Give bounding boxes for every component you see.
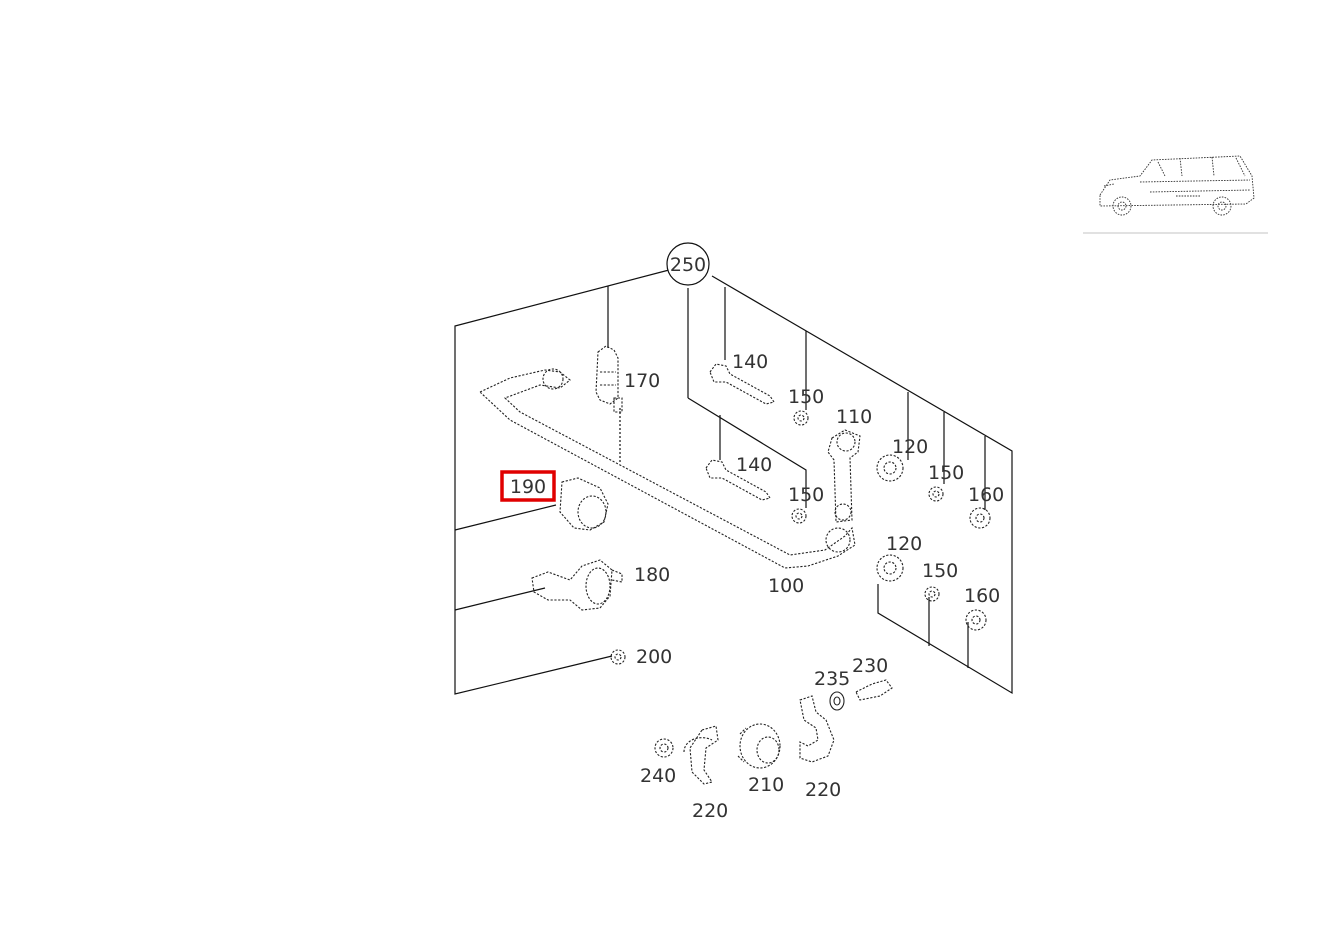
nut-150-c[interactable] (928, 486, 944, 502)
part-label-120-a[interactable]: 120 (892, 436, 928, 458)
bushing-190[interactable] (559, 477, 609, 531)
part-label-150-d[interactable]: 150 (922, 560, 958, 582)
highlighted-part-190[interactable]: 190 (500, 470, 556, 502)
part-label-100[interactable]: 100 (768, 575, 804, 597)
bracket-180[interactable] (531, 559, 623, 611)
assembly-frame (454, 269, 1013, 695)
nut-150-b[interactable] (791, 508, 807, 524)
part-label-150-c[interactable]: 150 (928, 462, 964, 484)
link-110[interactable] (827, 429, 861, 523)
part-label-150-a[interactable]: 150 (788, 386, 824, 408)
part-labels: 170 140 150 110 120 150 160 140 150 120 … (624, 351, 1004, 822)
group-callout-250[interactable]: 250 (666, 242, 710, 286)
part-label-120-b[interactable]: 120 (886, 533, 922, 555)
clamp-220-right[interactable] (799, 695, 835, 763)
bolt-140-lower[interactable] (705, 459, 771, 501)
part-label-160-a[interactable]: 160 (968, 484, 1004, 506)
part-label-230[interactable]: 230 (852, 655, 888, 677)
group-callout-label: 250 (670, 254, 706, 276)
vehicle-thumbnail[interactable] (1083, 155, 1268, 234)
bolt-170[interactable] (595, 345, 623, 413)
nut-160-b[interactable] (965, 609, 987, 631)
part-label-210[interactable]: 210 (748, 774, 784, 796)
part-label-110[interactable]: 110 (836, 406, 872, 428)
bolt-230[interactable] (855, 679, 893, 701)
part-label-220-left[interactable]: 220 (692, 800, 728, 822)
nut-160-a[interactable] (969, 507, 991, 529)
part-label-140-upper[interactable]: 140 (732, 351, 768, 373)
bushing-210[interactable] (737, 723, 781, 769)
washer-240[interactable] (654, 738, 674, 758)
part-label-170[interactable]: 170 (624, 370, 660, 392)
part-label-190: 190 (510, 476, 546, 498)
bolt-140-upper[interactable] (709, 363, 775, 405)
washer-120-b[interactable] (876, 554, 904, 582)
part-label-140-lower[interactable]: 140 (736, 454, 772, 476)
part-label-180[interactable]: 180 (634, 564, 670, 586)
washer-235[interactable] (829, 691, 845, 711)
stabilizer-bar[interactable] (479, 368, 856, 569)
part-label-160-b[interactable]: 160 (964, 585, 1000, 607)
part-label-220-right[interactable]: 220 (805, 779, 841, 801)
part-label-150-b[interactable]: 150 (788, 484, 824, 506)
nut-150-d[interactable] (924, 586, 940, 602)
part-label-200[interactable]: 200 (636, 646, 672, 668)
part-label-240[interactable]: 240 (640, 765, 676, 787)
nut-150-a[interactable] (793, 410, 809, 426)
part-label-235[interactable]: 235 (814, 668, 850, 690)
clamp-220-left[interactable] (683, 725, 719, 785)
nut-200[interactable] (610, 649, 626, 665)
washer-120-a[interactable] (876, 454, 904, 482)
